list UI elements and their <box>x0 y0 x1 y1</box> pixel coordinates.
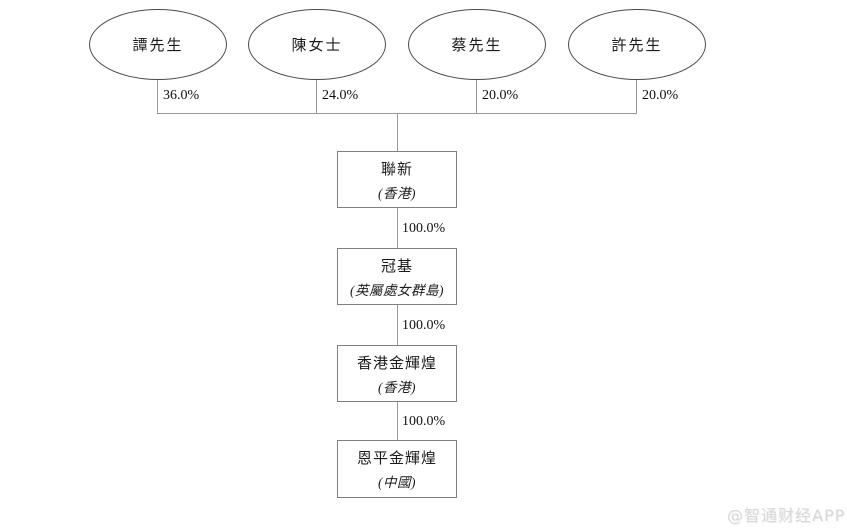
company-name: 冠基 <box>380 258 413 275</box>
company-name: 聯新 <box>380 161 413 178</box>
company-box: 冠基 (英屬處女群島) <box>337 248 457 305</box>
company-name: 香港金輝煌 <box>356 355 437 372</box>
connector-vline <box>157 80 158 114</box>
shareholder-ellipse: 譚先生 <box>89 9 227 80</box>
shareholder-ellipse: 許先生 <box>568 9 706 80</box>
company-box: 香港金輝煌 (香港) <box>337 345 457 402</box>
connector-vline <box>397 113 398 151</box>
shareholder-ellipse: 蔡先生 <box>408 9 546 80</box>
watermark: @智通财经APP <box>727 506 846 525</box>
company-jurisdiction: (香港) <box>378 379 416 395</box>
shareholder-name: 許先生 <box>611 38 663 54</box>
ownership-label: 20.0% <box>482 88 519 103</box>
ownership-label: 36.0% <box>163 88 200 103</box>
shareholder-ellipse: 陳女士 <box>248 9 386 80</box>
connector-vline <box>397 402 398 440</box>
connector-vline <box>316 80 317 114</box>
company-jurisdiction: (香港) <box>378 185 416 201</box>
ownership-label: 20.0% <box>642 88 679 103</box>
shareholder-name: 陳女士 <box>291 38 343 54</box>
ownership-label: 100.0% <box>402 318 446 333</box>
ownership-label: 100.0% <box>402 221 446 236</box>
company-box: 聯新 (香港) <box>337 151 457 208</box>
ownership-label: 24.0% <box>322 88 359 103</box>
ownership-label: 100.0% <box>402 414 446 429</box>
connector-vline <box>636 80 637 114</box>
connector-vline <box>476 80 477 114</box>
company-name: 恩平金輝煌 <box>356 451 437 467</box>
shareholder-name: 蔡先生 <box>451 38 503 54</box>
company-jurisdiction: (英屬處女群島) <box>350 282 444 298</box>
connector-vline <box>397 305 398 345</box>
shareholder-name: 譚先生 <box>132 38 184 54</box>
company-box: 恩平金輝煌 (中國) <box>337 440 457 498</box>
company-jurisdiction: (中國) <box>378 475 416 490</box>
connector-vline <box>397 208 398 248</box>
